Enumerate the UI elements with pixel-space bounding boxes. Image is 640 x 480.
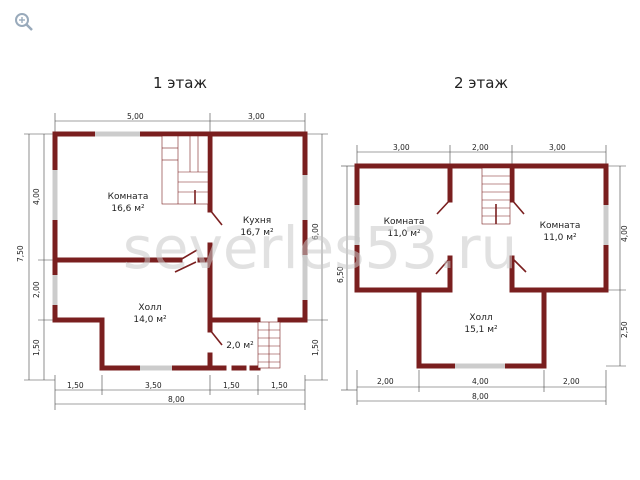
floor1-room-vestibule: 2,0 м² bbox=[226, 341, 254, 351]
room-area: 16,6 м² bbox=[111, 204, 145, 214]
dim-f1-top-b: 3,00 bbox=[248, 112, 265, 121]
room-area: 2,0 м² bbox=[226, 341, 254, 351]
floor1-windows bbox=[52, 131, 308, 371]
dim-f2-top-c: 3,00 bbox=[549, 143, 566, 152]
floor2-windows bbox=[354, 205, 609, 369]
floor1-title: 1 этаж bbox=[153, 74, 207, 92]
floor1-porch-stairs bbox=[257, 321, 281, 369]
dim-f2-right-a: 4,00 bbox=[620, 225, 629, 242]
room-area: 15,1 м² bbox=[464, 325, 498, 335]
dim-f2-bottom-b: 4,00 bbox=[472, 377, 489, 386]
floor1-room-holl: Холл 14,0 м² bbox=[133, 303, 167, 325]
floor1-dims-bottom: 1,50 3,50 1,50 1,50 8,00 bbox=[54, 375, 306, 410]
floor2-plan: 2 этаж 3,00 2,00 3,00 6,50 4,00 2,50 bbox=[336, 74, 629, 405]
room-area: 11,0 м² bbox=[543, 233, 577, 243]
floor2-room-komnata-right: Комната 11,0 м² bbox=[540, 221, 581, 243]
room-name: Комната bbox=[540, 221, 581, 231]
dim-f1-bottom-total: 8,00 bbox=[168, 395, 185, 404]
dim-f2-bottom-c: 2,00 bbox=[563, 377, 580, 386]
floor2-title: 2 этаж bbox=[454, 74, 508, 92]
floor2-walls bbox=[354, 163, 609, 369]
floor2-dims-left: 6,50 bbox=[336, 165, 357, 391]
dim-f1-right-a: 6,00 bbox=[311, 223, 320, 240]
room-name: Комната bbox=[108, 192, 149, 202]
dim-f2-top-b: 2,00 bbox=[472, 143, 489, 152]
dim-f1-bottom-d: 1,50 bbox=[271, 381, 288, 390]
dim-f2-bottom-total: 8,00 bbox=[472, 392, 489, 401]
floor1-dims-left: 7,50 4,00 2,00 1,50 bbox=[16, 133, 55, 381]
dim-f2-right-b: 2,50 bbox=[620, 321, 629, 338]
floor1-dims-right: 6,00 1,50 bbox=[305, 133, 328, 381]
floor1-room-kuhnya: Кухня 16,7 м² bbox=[240, 216, 274, 238]
dim-f1-bottom-a: 1,50 bbox=[67, 381, 84, 390]
floor2-dims-right: 4,00 2,50 bbox=[606, 165, 629, 367]
dim-f1-bottom-c: 1,50 bbox=[223, 381, 240, 390]
floor2-dims-bottom: 2,00 4,00 2,00 8,00 bbox=[356, 370, 607, 405]
floor2-dims-top: 3,00 2,00 3,00 bbox=[356, 143, 607, 166]
dim-f2-top-a: 3,00 bbox=[393, 143, 410, 152]
floor2-staircase bbox=[481, 167, 511, 225]
dim-f1-left-a: 4,00 bbox=[32, 188, 41, 205]
watermark: severles53.ru bbox=[123, 214, 518, 282]
room-area: 16,7 м² bbox=[240, 228, 274, 238]
room-area: 14,0 м² bbox=[133, 315, 167, 325]
dim-f1-left-c: 1,50 bbox=[32, 339, 41, 356]
floor1-plan: 1 этаж 5,00 3,00 7,50 4,00 2,00 1,50 bbox=[16, 74, 328, 410]
dim-f1-left-b: 2,00 bbox=[32, 281, 41, 298]
dim-f2-bottom-a: 2,00 bbox=[377, 377, 394, 386]
dim-f1-bottom-b: 3,50 bbox=[145, 381, 162, 390]
dim-f1-top-a: 5,00 bbox=[127, 112, 144, 121]
floor1-dims-top: 5,00 3,00 bbox=[54, 112, 306, 134]
room-name: Кухня bbox=[243, 216, 271, 226]
floor1-room-komnata: Комната 16,6 м² bbox=[108, 192, 149, 214]
floor2-room-holl: Холл 15,1 м² bbox=[464, 313, 498, 335]
floor1-staircase bbox=[161, 135, 209, 205]
dim-f1-right-b: 1,50 bbox=[311, 339, 320, 356]
room-name: Холл bbox=[469, 313, 492, 323]
room-name: Холл bbox=[138, 303, 161, 313]
room-name: Комната bbox=[384, 217, 425, 227]
room-area: 11,0 м² bbox=[387, 229, 421, 239]
dim-f2-left-total: 6,50 bbox=[336, 266, 345, 283]
magnifier-icon[interactable] bbox=[15, 13, 33, 31]
floor2-room-komnata-left: Комната 11,0 м² bbox=[384, 217, 425, 239]
dim-f1-left-total: 7,50 bbox=[16, 245, 25, 262]
